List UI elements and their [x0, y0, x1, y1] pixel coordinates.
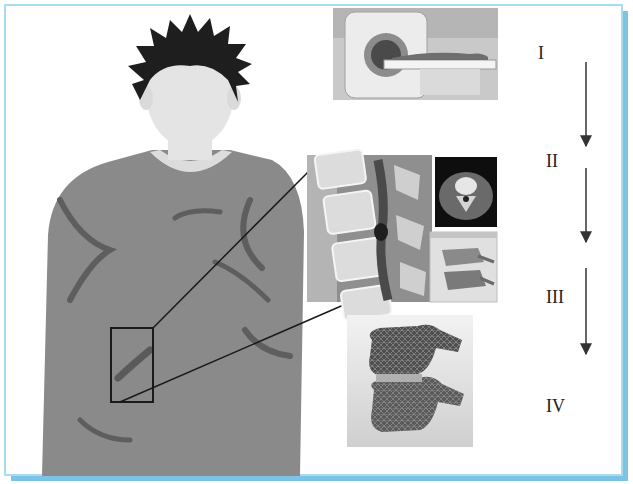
axial-ct-image: [435, 157, 497, 227]
gantry-ring: [364, 33, 408, 77]
lesion: [374, 223, 388, 241]
shirt-fold: [215, 262, 268, 300]
step-arrow: [585, 62, 587, 146]
mesh-lines: [369, 325, 462, 376]
zoom-line: [120, 300, 355, 402]
spinal-canal: [463, 196, 469, 202]
vertebral-arch: [456, 196, 476, 212]
body-section: [439, 172, 493, 220]
step-label: III: [546, 288, 564, 306]
photo-background: [333, 8, 498, 100]
table-base: [420, 69, 480, 95]
disc-mesh: [376, 374, 422, 382]
shirt: [42, 150, 304, 476]
zoom-line: [153, 157, 323, 328]
step-label: IV: [546, 397, 565, 415]
step-label: II: [546, 152, 558, 170]
vertebra: [314, 149, 366, 189]
vertebra-model: [444, 270, 486, 290]
step-arrow: [585, 268, 587, 354]
mesh-lines: [371, 377, 464, 432]
finite-element-mesh: [347, 315, 473, 447]
vertebra-mesh: [369, 325, 462, 376]
vertebral-body: [455, 177, 477, 195]
process-model: [478, 256, 494, 284]
step-arrow: [585, 168, 587, 242]
viewer-window: [430, 232, 497, 302]
patient-table: [384, 60, 496, 69]
mesh-background: [347, 315, 473, 447]
ct-scanner-photo: [333, 8, 498, 100]
shirt-fold: [245, 330, 290, 356]
patient: [392, 53, 488, 60]
person-silhouette: [42, 14, 304, 476]
shirt-fold: [118, 350, 150, 378]
shirt-fold: [175, 211, 220, 218]
shirt-fold: [80, 420, 130, 440]
viewer-titlebar: [430, 232, 497, 238]
ct-background: [435, 157, 497, 227]
hair: [128, 14, 252, 102]
step-label: I: [538, 44, 544, 62]
vertebra-mesh: [371, 377, 464, 432]
spinous-process: [394, 165, 426, 296]
sagittal-ct-image: [307, 148, 432, 322]
vertebra: [323, 190, 376, 234]
frame: [5, 5, 622, 475]
shirt-fold: [60, 200, 110, 300]
segmentation-3d-view: [430, 232, 497, 302]
